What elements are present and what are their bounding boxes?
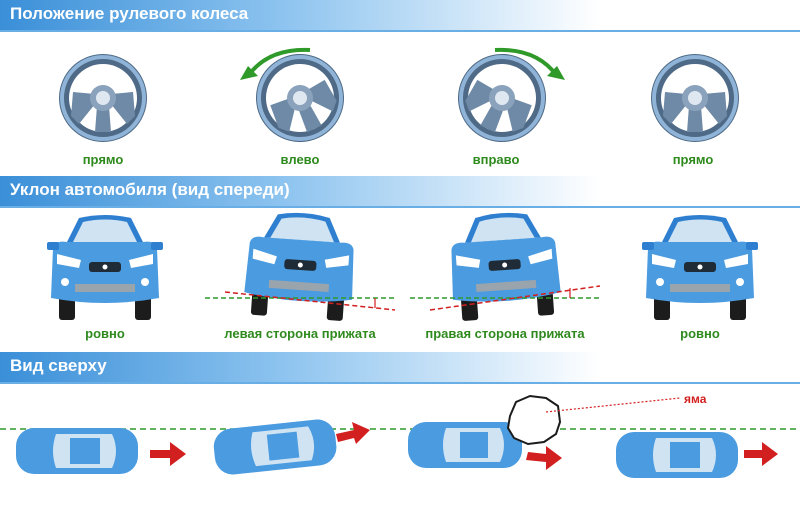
- steering-label-4: прямо: [672, 152, 714, 167]
- top-view-scene: [0, 394, 800, 478]
- section-header-top: Вид сверху: [0, 352, 800, 382]
- steering-wheel-straight-2: [651, 54, 739, 142]
- car-top-1: [16, 428, 138, 474]
- car-front-level-2: [642, 215, 758, 320]
- tilt-label-1: ровно: [85, 326, 125, 341]
- section-title-tilt: Уклон автомобиля (вид спереди): [10, 180, 290, 199]
- car-front-level-1: [47, 215, 163, 320]
- arrow-right-3: [526, 446, 562, 470]
- section-title-steering: Положение рулевого колеса: [10, 4, 249, 23]
- tilt-label-3: правая сторона прижата: [425, 326, 585, 341]
- arrow-right-1: [150, 442, 186, 466]
- section-header-steering: Положение рулевого колеса: [0, 0, 800, 30]
- steering-wheel-right: [458, 47, 565, 142]
- steering-label-1: прямо: [82, 152, 124, 167]
- car-top-3: [408, 422, 522, 468]
- car-front-left-pressed: [205, 212, 396, 321]
- section-title-top: Вид сверху: [10, 356, 107, 375]
- section-divider: [0, 382, 800, 384]
- section-divider: [0, 30, 800, 32]
- tilt-label-2: левая сторона прижата: [224, 326, 376, 341]
- arrow-right-4: [744, 442, 778, 466]
- car-top-2: [213, 419, 337, 475]
- pit-pointer: [545, 397, 681, 413]
- steering-wheel-left: [240, 47, 344, 142]
- steering-label-3: вправо: [472, 152, 520, 167]
- pit-label: яма: [684, 392, 707, 406]
- section-divider: [0, 206, 800, 208]
- car-front-right-pressed: [410, 212, 601, 321]
- steering-label-2: влево: [280, 152, 320, 167]
- car-top-4: [616, 432, 738, 478]
- section-header-tilt: Уклон автомобиля (вид спереди): [0, 176, 800, 206]
- steering-wheel-straight-1: [59, 54, 147, 142]
- arrow-right-2: [336, 422, 370, 444]
- tilt-label-4: ровно: [680, 326, 720, 341]
- pit-shape: [506, 394, 562, 446]
